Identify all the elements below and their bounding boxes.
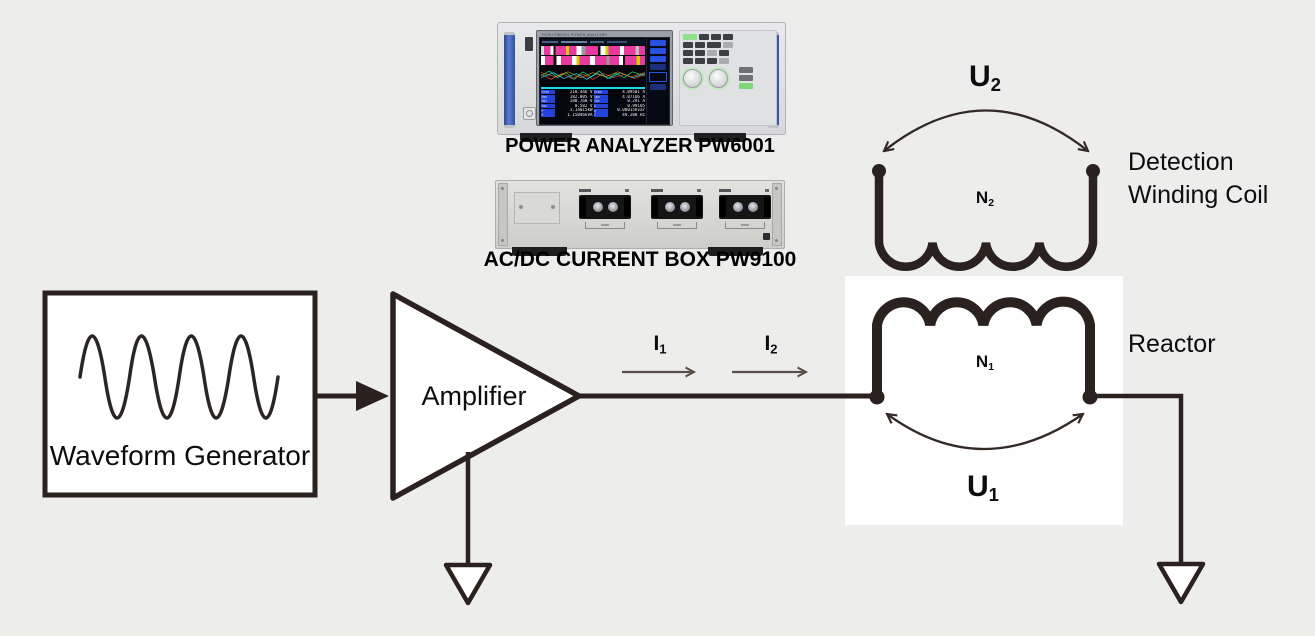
measurement-readouts: Urms 218.446 V Irms 4.09501 A Umn 182.00… [541, 90, 645, 123]
current-i2-label: I2 [764, 332, 778, 357]
reactor-label: Reactor [1128, 330, 1216, 358]
rotary-knob [683, 68, 702, 88]
reading-value: 49.288 Hz [622, 113, 645, 118]
detection-coil-label: Detection Winding Coil [1128, 148, 1269, 209]
voltage-u1-label: U1 [966, 470, 999, 506]
reading-value: 4.07166 A [622, 94, 645, 99]
device-foot [708, 247, 763, 256]
reading-label: Uac [541, 104, 555, 109]
reading-label: λ [593, 104, 608, 109]
reading-value: 1.14015kW [569, 108, 593, 113]
cyan-trace-line [541, 87, 645, 89]
blank-plate [514, 192, 560, 224]
bezel-brand-text: HIOKI PW6001 POWER ANALYZER [542, 33, 608, 37]
terminal-channel-1 [579, 189, 631, 233]
reactor-turns-label: N1 [975, 352, 995, 373]
power-button [523, 107, 536, 120]
u1-voltage-arc [887, 414, 1083, 451]
current-i1-label: I1 [653, 332, 667, 357]
reading-value: 0.582 V [574, 103, 593, 108]
device-foot [694, 133, 746, 142]
waveform-traces [541, 66, 645, 86]
reading-label: Urms [541, 90, 555, 95]
right-ground-icon [1156, 561, 1206, 605]
terminal-channel-2 [651, 189, 703, 233]
voltage-u2-label: U2 [968, 60, 1001, 96]
current-box-caption: AC/DC CURRENT BOX PW9100 [483, 248, 797, 271]
rear-connector [763, 233, 770, 240]
current-box-device [495, 180, 785, 256]
rack-ear-right [772, 183, 782, 246]
reading-label: Irms [593, 90, 608, 95]
probe-port [525, 37, 533, 51]
waveform-stripe-band-2 [541, 56, 645, 65]
detection-terminal-right [1086, 164, 1100, 178]
reading-value: 180.768 V [569, 99, 593, 104]
waveform-generator-label: Waveform Generator [49, 440, 311, 471]
front-panel-controls [679, 30, 777, 126]
reading-value: 182.005 V [569, 94, 593, 99]
input-arrowhead [356, 381, 389, 411]
reading-value: 0.99105 [627, 103, 645, 108]
reading-label: P [541, 108, 555, 113]
rack-handle-left [504, 32, 515, 128]
waveform-generator-box [42, 290, 318, 498]
wire-reactor-to-ground [1096, 393, 1184, 563]
reactor-terminal-right [1082, 389, 1098, 405]
reading-value: 218.446 V [569, 90, 593, 95]
reading-label: Q [593, 108, 608, 113]
rotary-knob [709, 68, 728, 88]
reading-value: 4.09501 A [622, 90, 645, 95]
reading-value: 1.15046kVA [567, 113, 593, 118]
reading-value: 0.291 A [627, 99, 645, 104]
detection-terminal-left [872, 164, 886, 178]
u2-voltage-arc [884, 109, 1088, 152]
reading-label: S [541, 113, 555, 118]
detection-turns-label: N2 [975, 188, 995, 209]
reading-label: Idc [593, 99, 608, 104]
reading-label: Imn [593, 94, 608, 99]
sine-wave-icon [78, 334, 280, 420]
reading-label: Umn [541, 94, 555, 99]
reactor-terminal-left [869, 389, 885, 405]
amplifier-ground-icon [443, 562, 493, 606]
amplifier-label: Amplifier [421, 381, 527, 411]
reading-value: 0.08015kvar [617, 108, 645, 113]
reading-label: Udc [541, 99, 555, 104]
screen-status-bar [541, 39, 645, 45]
power-analyzer-device: HIOKI PW6001 POWER ANALYZER [497, 22, 786, 142]
reactor-coil [872, 296, 1095, 404]
screen-softkeys [646, 38, 669, 124]
terminal-channel-3 [719, 189, 771, 233]
detection-coil [874, 168, 1098, 271]
device-foot [512, 247, 567, 256]
device-foot [520, 133, 572, 142]
waveform-stripe-band-1 [541, 46, 645, 55]
amplifier-triangle [390, 291, 582, 501]
reading-label: f [593, 113, 608, 118]
power-analyzer-caption: POWER ANALYZER PW6001 [505, 135, 775, 157]
rack-ear-left [498, 183, 508, 246]
analyzer-screen: HIOKI PW6001 POWER ANALYZER [536, 30, 673, 126]
